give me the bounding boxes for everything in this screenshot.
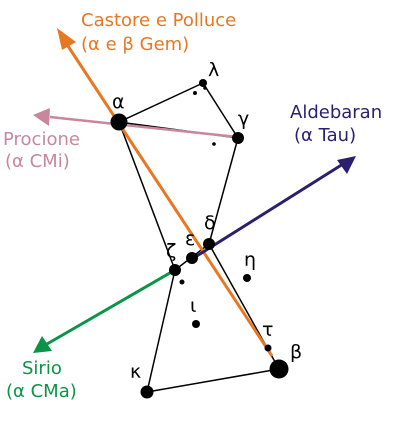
star-iota <box>192 320 200 328</box>
label-kappa: κ <box>130 361 141 383</box>
star-minor-2 <box>179 279 185 285</box>
line-lambda-gamma <box>202 82 239 139</box>
line-zeta-kappa <box>146 269 176 393</box>
star-eta <box>243 274 251 282</box>
aldebaran-label-line2: (α Tau) <box>294 125 356 146</box>
star-epsilon <box>186 252 198 264</box>
star-zeta <box>169 264 181 276</box>
procyon-label-line2: (α CMi) <box>5 151 70 172</box>
aldebaran-arrow-line <box>191 162 344 261</box>
stars <box>110 79 289 399</box>
star-delta <box>203 238 215 250</box>
line-gamma-delta <box>208 137 239 245</box>
star-beta <box>269 359 289 379</box>
label-tau: τ <box>262 319 273 341</box>
sirius-label-line2: (α CMa) <box>6 381 77 402</box>
label-delta: δ <box>204 212 216 234</box>
line-alpha-zeta <box>118 121 176 271</box>
label-epsilon: ε <box>185 228 195 250</box>
aldebaran-label-line1: Aldebaran <box>290 102 382 123</box>
star-phi1 <box>193 91 197 95</box>
line-kappa-beta <box>146 368 280 393</box>
pointer-castor-pollux <box>57 28 274 357</box>
line-alpha-lambda <box>118 82 204 123</box>
label-alpha: α <box>112 91 125 113</box>
pointer-labels: Castore e Polluce (α e β Gem) Procione (… <box>3 10 382 402</box>
procyon-arrow-line <box>49 115 238 139</box>
pointer-sirius <box>33 268 176 353</box>
castor-pollux-arrow-head <box>57 28 76 50</box>
star-labels: α β γ δ ε ζ η ι κ λ τ <box>112 59 302 383</box>
label-lambda: λ <box>208 59 219 81</box>
star-alpha <box>110 113 128 131</box>
label-iota: ι <box>190 295 196 317</box>
castor-pollux-label-line2: (α e β Gem) <box>81 34 189 55</box>
label-eta: η <box>244 249 256 271</box>
castor-pollux-arrow-line <box>62 39 274 357</box>
star-kappa <box>140 385 154 399</box>
castor-pollux-label-line1: Castore e Polluce <box>81 10 236 31</box>
sirius-label-line1: Sirio <box>22 358 62 379</box>
procyon-label-line1: Procione <box>3 129 80 150</box>
star-minor-1 <box>212 142 216 146</box>
label-beta: β <box>290 341 302 363</box>
procyon-arrow-head <box>33 108 50 126</box>
aldebaran-arrow-head <box>337 156 356 174</box>
star-tau <box>264 344 272 352</box>
pointer-procyon <box>33 108 238 139</box>
star-phi2 <box>203 86 207 90</box>
sirius-arrow-line <box>46 268 176 346</box>
label-zeta: ζ <box>166 240 176 262</box>
label-gamma: γ <box>238 108 249 130</box>
pointer-aldebaran <box>191 156 356 261</box>
constellation-lines <box>118 82 280 393</box>
star-lambda <box>199 79 207 87</box>
sirius-arrow-head <box>33 336 52 353</box>
star-gamma <box>232 132 244 144</box>
